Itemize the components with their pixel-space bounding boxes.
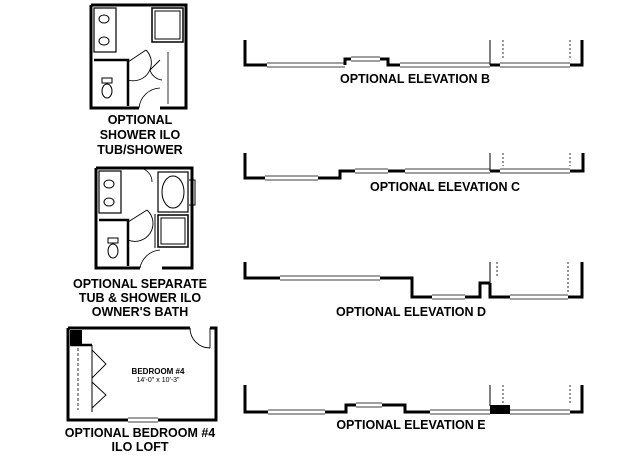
shower-option-line-2: SHOWER ILO	[99, 128, 181, 142]
shower-option-label: OPTIONAL SHOWER ILO TUB/SHOWER	[60, 113, 220, 158]
shower-option-line-3: TUB/SHOWER	[97, 143, 183, 157]
shower-bath-plan	[89, 3, 188, 110]
tub-option-label: OPTIONAL SEPARATE TUB & SHOWER ILO OWNER…	[50, 277, 230, 319]
elevation-b-label: OPTIONAL ELEVATION B	[339, 72, 490, 86]
bedroom-option-label: OPTIONAL BEDROOM #4 ILO LOFT	[40, 426, 240, 454]
elevation-e-label: OPTIONAL ELEVATION E	[336, 418, 486, 432]
elevation-e-outline	[243, 385, 584, 415]
tub-option-line-1: OPTIONAL SEPARATE	[72, 277, 208, 291]
bedroom-dimensions: 14'-0" x 10'-3"	[136, 377, 180, 384]
elevation-d-label: OPTIONAL ELEVATION D	[335, 305, 486, 319]
elevation-b-outline	[243, 40, 584, 68]
bedroom-option-line-2: ILO LOFT	[111, 440, 169, 454]
elevation-c-outline	[243, 153, 585, 181]
bedroom-option-line-1: OPTIONAL BEDROOM #4	[64, 426, 216, 440]
bedroom-wall-block	[70, 330, 82, 344]
elevation-d-outline	[243, 262, 584, 300]
elevation-e-column-block	[490, 405, 510, 414]
tub-option-line-2: TUB & SHOWER ILO	[78, 291, 202, 305]
tub-option-line-3: OWNER'S BATH	[91, 305, 189, 319]
elevation-c-label: OPTIONAL ELEVATION C	[369, 180, 520, 194]
bedroom-name: BEDROOM #4	[131, 367, 185, 376]
shower-option-line-1: OPTIONAL	[107, 113, 173, 127]
bedroom-plan	[66, 326, 218, 423]
tub-shower-bath-plan	[94, 166, 196, 270]
